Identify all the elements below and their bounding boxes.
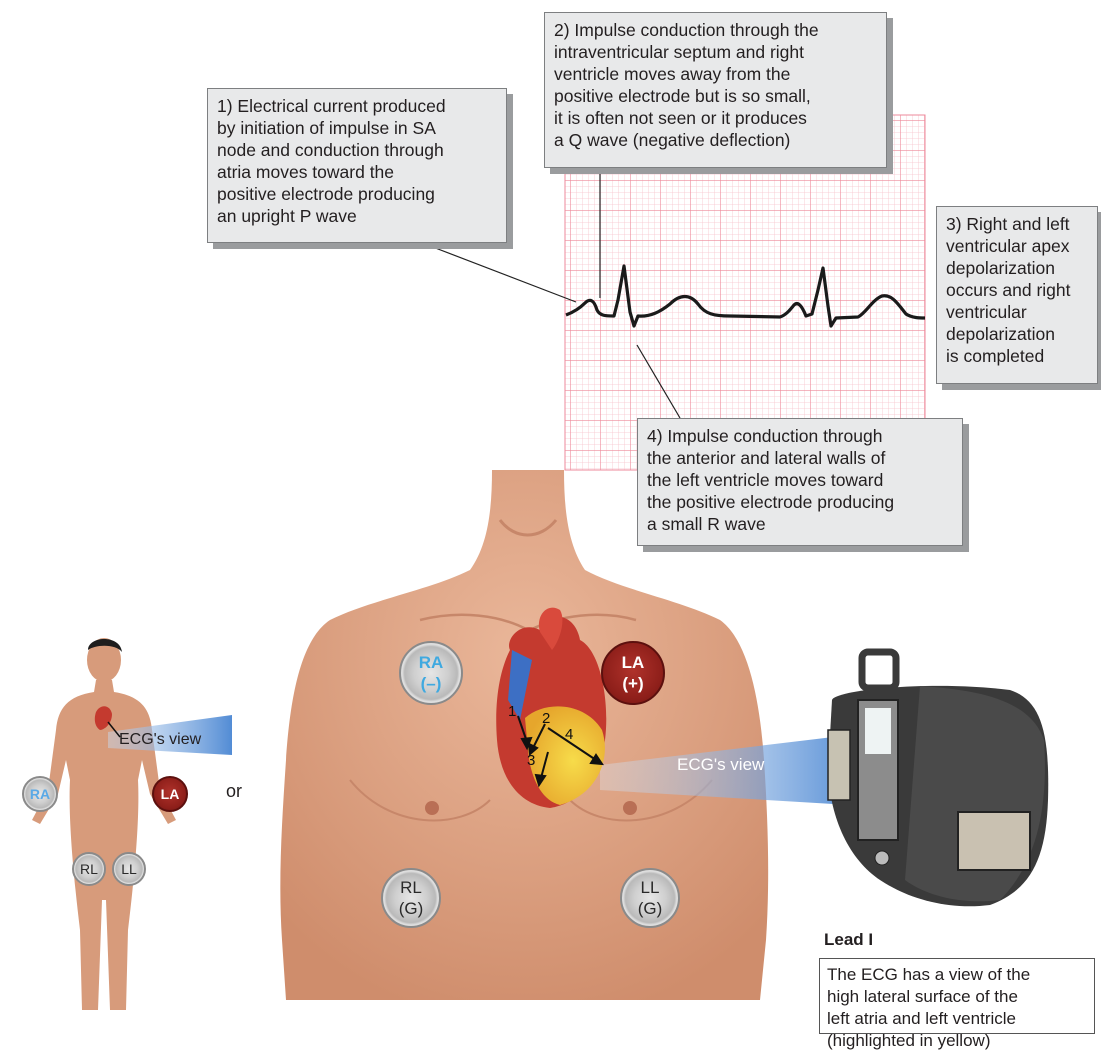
- electrode-sign: (G): [638, 898, 663, 919]
- electrode-ra-large: RA (–): [399, 641, 463, 705]
- electrode-sign: (–): [421, 673, 442, 694]
- lead-title: Lead I: [824, 930, 873, 950]
- lead-description: The ECG has a view of the high lateral s…: [819, 958, 1095, 1034]
- heart-step-1: 1: [508, 703, 516, 720]
- leader-line-1: [425, 244, 576, 302]
- electrode-label: RA: [419, 652, 444, 673]
- ecg-view-label-large: ECG's view: [677, 755, 764, 775]
- or-label: or: [226, 781, 242, 802]
- electrode-ll-small: LL: [112, 852, 146, 886]
- electrode-label: RL: [400, 877, 422, 898]
- electrode-sign: (+): [622, 673, 643, 694]
- heart-step-2: 2: [542, 710, 550, 727]
- heart-step-3: 3: [527, 752, 535, 769]
- electrode-label: LL: [641, 877, 660, 898]
- electrode-sign: (G): [399, 898, 424, 919]
- electrode-la-small: LA: [152, 776, 188, 812]
- electrode-la-large: LA (+): [601, 641, 665, 705]
- electrode-label: LA: [622, 652, 645, 673]
- callout-p-wave: 1) Electrical current produced by initia…: [207, 88, 507, 243]
- ecg-view-label-small: ECG's view: [119, 731, 201, 749]
- callout-q-wave: 2) Impulse conduction through the intrav…: [544, 12, 887, 168]
- ecg-monitor-device: [828, 652, 1048, 906]
- small-body-figure: [32, 638, 176, 1010]
- electrode-ra-small: RA: [22, 776, 58, 812]
- electrode-rl-small: RL: [72, 852, 106, 886]
- callout-r-wave: 4) Impulse conduction through the anteri…: [637, 418, 963, 546]
- electrode-ll-large: LL (G): [620, 868, 680, 928]
- heart-step-4: 4: [565, 726, 573, 743]
- electrode-rl-large: RL (G): [381, 868, 441, 928]
- callout-ventricular-apex: 3) Right and left ventricular apex depol…: [936, 206, 1098, 384]
